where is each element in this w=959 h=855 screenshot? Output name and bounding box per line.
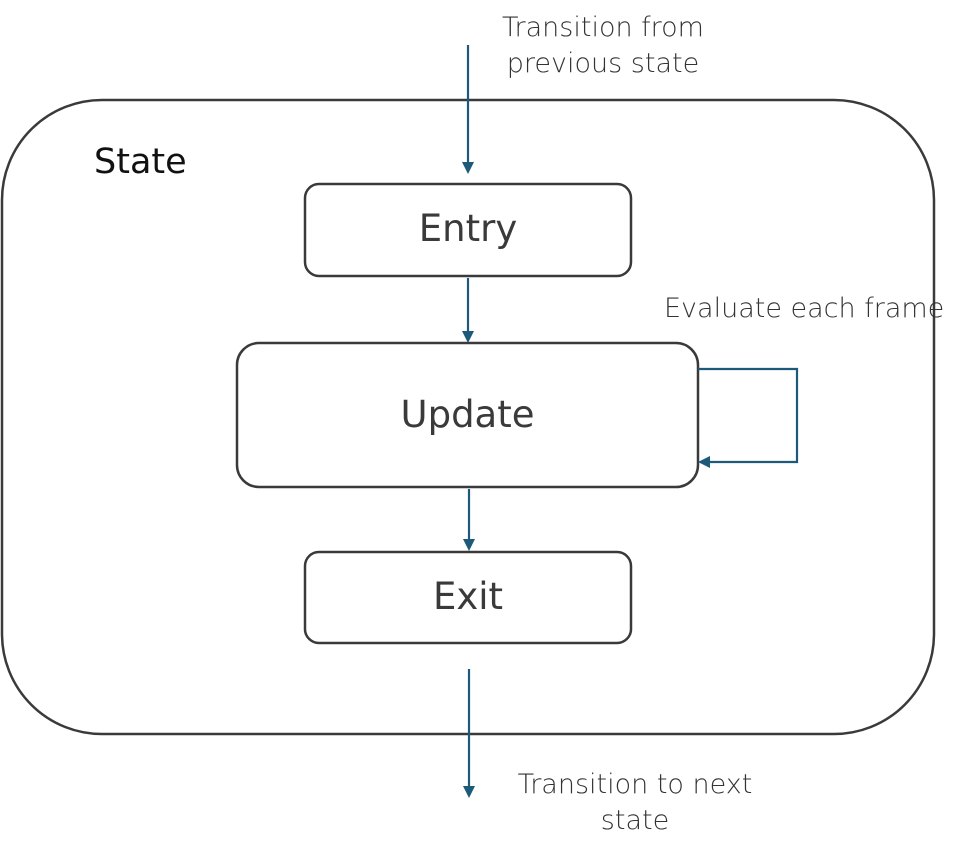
exit-box bbox=[303, 550, 633, 645]
incoming-transition-line-1: Transition from bbox=[502, 12, 704, 43]
update-box bbox=[235, 341, 700, 489]
outgoing-transition-line-2: state bbox=[600, 805, 670, 836]
evaluate-loop-note: Evaluate each frame bbox=[664, 293, 945, 324]
outgoing-transition-note: Transition to next state bbox=[500, 767, 770, 839]
entry-to-update-arrow bbox=[462, 278, 474, 343]
state-title: State bbox=[94, 142, 187, 182]
incoming-transition-line-2: previous state bbox=[506, 48, 700, 79]
entry-label: Entry bbox=[418, 207, 518, 250]
entry-box bbox=[303, 182, 633, 278]
evaluate-loop-arrow bbox=[698, 367, 799, 468]
outgoing-transition-arrow bbox=[463, 669, 475, 798]
update-to-exit-arrow bbox=[463, 489, 475, 551]
incoming-transition-arrow bbox=[462, 45, 474, 174]
incoming-transition-note: Transition from previous state bbox=[478, 10, 728, 82]
update-label: Update bbox=[400, 393, 535, 436]
exit-label: Exit bbox=[432, 575, 504, 618]
outgoing-transition-line-1: Transition to next bbox=[517, 769, 753, 800]
